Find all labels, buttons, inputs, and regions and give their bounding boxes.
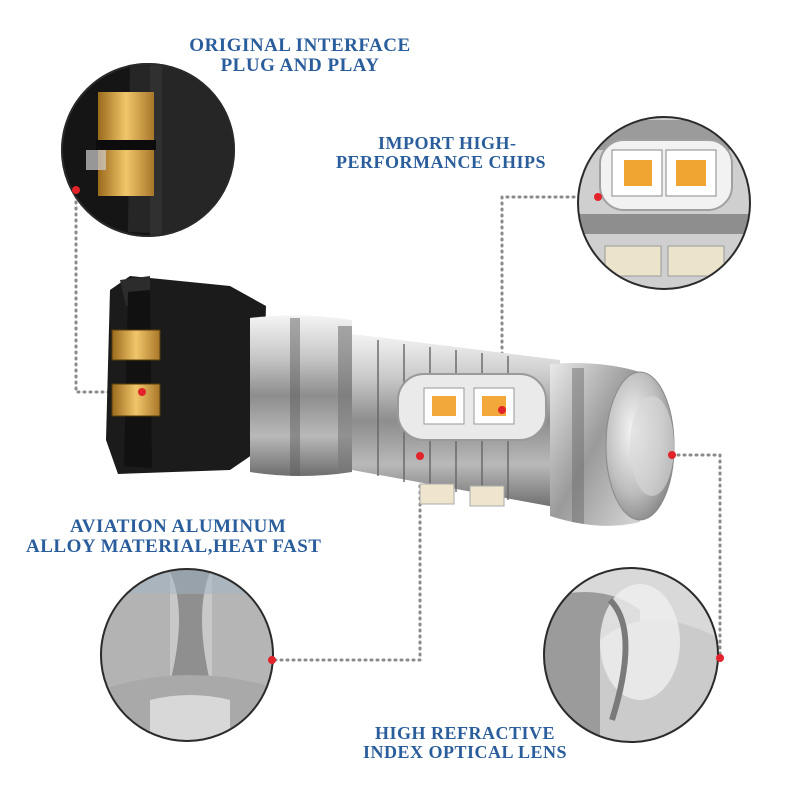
zoom-lens xyxy=(543,567,719,743)
caption-line: ORIGINAL INTERFACE xyxy=(189,35,411,56)
led-panel xyxy=(397,373,547,441)
marker-dot xyxy=(268,656,276,664)
zoom-chips xyxy=(577,116,751,290)
caption-original-interface: ORIGINAL INTERFACE PLUG AND PLAY xyxy=(170,36,430,76)
marker-dot xyxy=(594,193,602,201)
zoom-connector xyxy=(61,63,235,237)
caption-line: AVIATION ALUMINUM xyxy=(70,516,287,537)
zoom-aluminum xyxy=(100,568,274,742)
caption-aluminum: AVIATION ALUMINUM ALLOY MATERIAL,HEAT FA… xyxy=(26,516,390,557)
marker-dot xyxy=(416,452,424,460)
caption-line: PERFORMANCE CHIPS xyxy=(336,151,546,172)
gold-pin xyxy=(111,383,161,417)
caption-line: INDEX OPTICAL LENS xyxy=(362,741,568,762)
caption-chips: IMPORT HIGH- PERFORMANCE CHIPS xyxy=(336,133,612,172)
caption-line: PLUG AND PLAY xyxy=(220,54,380,76)
marker-dot xyxy=(138,388,146,396)
marker-dot xyxy=(716,654,724,662)
caption-line: ALLOY MATERIAL,HEAT FAST xyxy=(26,535,322,557)
marker-dot xyxy=(668,451,676,459)
gold-pin xyxy=(111,329,161,361)
led-bulb xyxy=(106,276,675,526)
markers xyxy=(72,186,724,664)
caption-line: HIGH REFRACTIVE xyxy=(374,723,556,743)
marker-dot xyxy=(72,186,80,194)
caption-lens: HIGH REFRACTIVE INDEX OPTICAL LENS xyxy=(335,724,595,762)
marker-dot xyxy=(498,406,506,414)
caption-line: IMPORT HIGH- xyxy=(378,133,517,153)
